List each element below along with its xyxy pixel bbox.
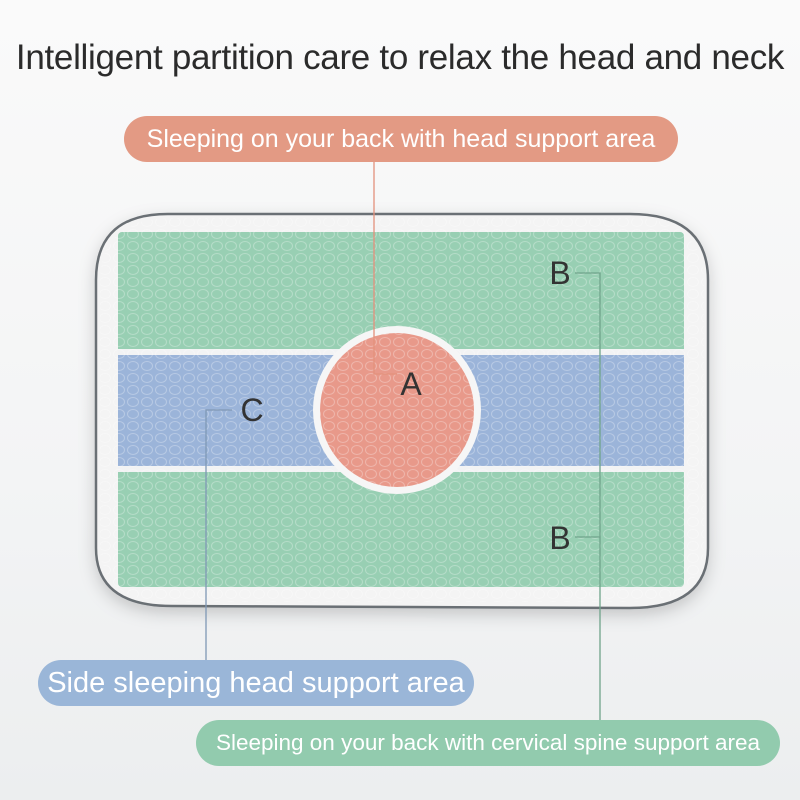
- side-sleeping-label: Side sleeping head support area: [38, 660, 474, 706]
- zone-b-top-label: B: [549, 255, 571, 291]
- zone-c-label: C: [240, 392, 264, 428]
- leader-line-c: [205, 409, 232, 660]
- head-support-label: Sleeping on your back with head support …: [124, 116, 678, 162]
- zone-b-bottom-label: B: [549, 520, 571, 556]
- zone-a-label: A: [400, 366, 422, 402]
- leader-line-a: [373, 162, 397, 375]
- leader-line-b: [575, 272, 601, 720]
- page-title: Intelligent partition care to relax the …: [15, 38, 785, 77]
- cervical-support-label: Sleeping on your back with cervical spin…: [196, 720, 780, 766]
